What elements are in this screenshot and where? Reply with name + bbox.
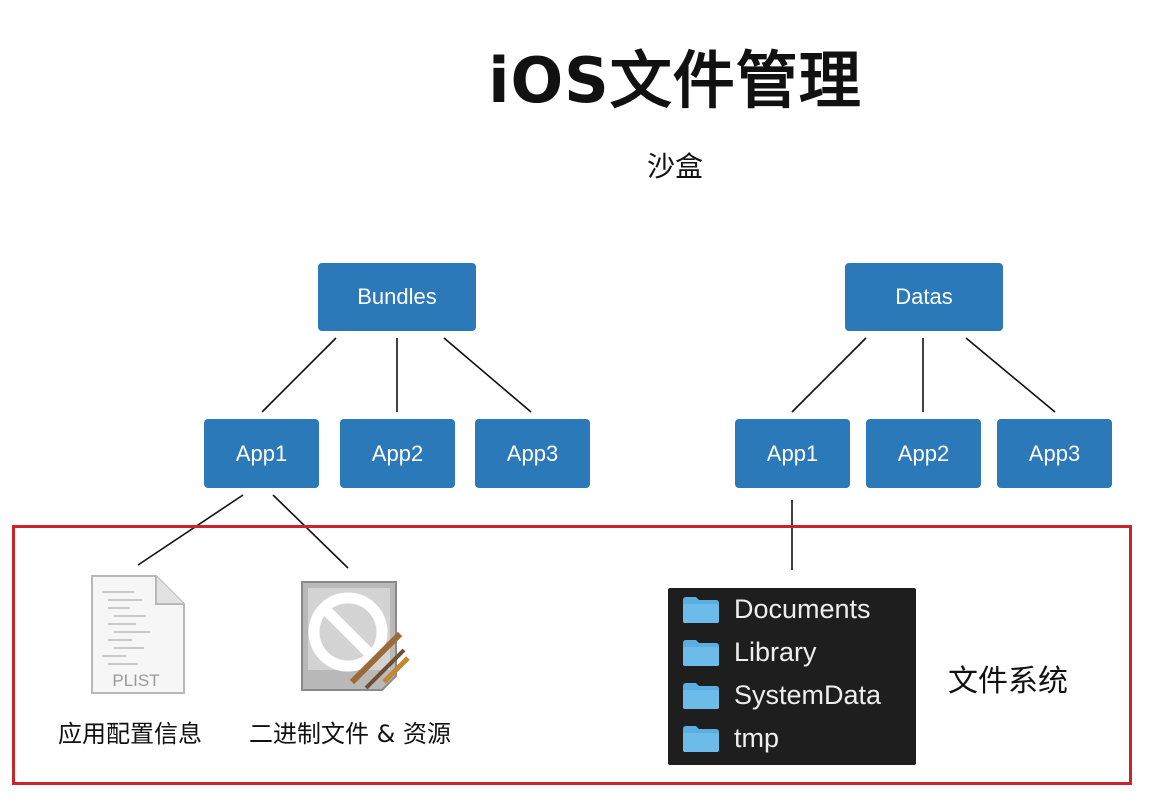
datas-app1-node: App1: [735, 419, 850, 488]
folder-item-systemdata: SystemData: [668, 674, 916, 717]
filesystem-label: 文件系统: [948, 664, 1068, 699]
highlight-box: [12, 525, 1132, 785]
binary-caption: 二进制文件 & 资源: [249, 720, 451, 748]
folder-icon: [682, 725, 720, 753]
prohibited-app-icon: [292, 572, 420, 700]
bundles-app3-node: App3: [475, 419, 590, 488]
folder-item-documents: Documents: [668, 588, 916, 631]
plist-icon-text: PLIST: [112, 671, 159, 690]
datas-app2-node: App2: [866, 419, 981, 488]
connector-datas-app1: [791, 337, 867, 413]
folder-list: Documents Library SystemData tmp: [668, 588, 916, 765]
datas-app3-node: App3: [997, 419, 1112, 488]
page-title: iOS文件管理: [488, 44, 862, 117]
bundles-app1-node: App1: [204, 419, 319, 488]
folder-icon: [682, 639, 720, 667]
folder-icon: [682, 596, 720, 624]
bundles-app2-node: App2: [340, 419, 455, 488]
sandbox-subtitle: 沙盒: [646, 150, 703, 183]
connector-bundles-app3: [443, 337, 532, 413]
plist-caption: 应用配置信息: [58, 720, 202, 748]
plist-file-icon: PLIST: [86, 572, 188, 697]
bundles-node: Bundles: [318, 263, 476, 331]
folder-icon: [682, 682, 720, 710]
folder-label: Documents: [734, 594, 871, 624]
connector-app1-binary: [272, 494, 349, 569]
connector-bundles-app1: [261, 337, 337, 413]
folder-label: SystemData: [734, 680, 882, 710]
folder-label: tmp: [734, 723, 780, 753]
folder-item-tmp: tmp: [668, 717, 916, 760]
datas-node: Datas: [845, 263, 1003, 331]
folder-item-library: Library: [668, 631, 916, 674]
folder-label: Library: [734, 637, 817, 667]
connector-datas-app3: [965, 337, 1056, 413]
connector-app1-plist: [137, 494, 244, 566]
